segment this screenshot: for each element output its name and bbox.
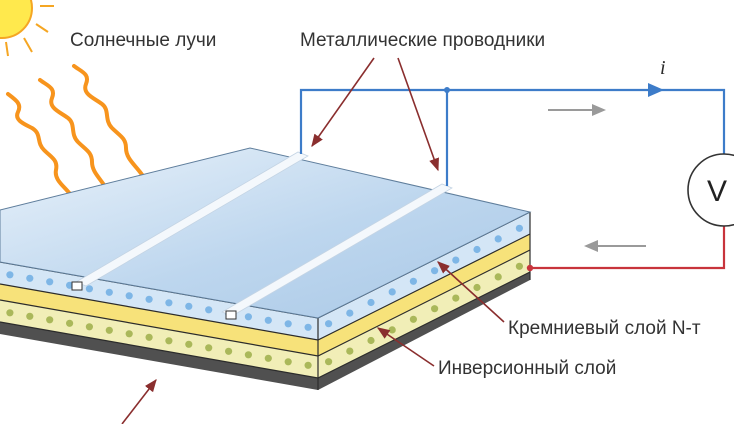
charge-dot [431, 305, 439, 313]
charge-dot [409, 315, 417, 323]
charge-dot [473, 245, 481, 254]
top-surface [0, 147, 532, 319]
charge-dot [325, 358, 333, 366]
charge-dot [515, 224, 524, 232]
charge-dot [6, 271, 14, 279]
charge-dot [125, 330, 133, 338]
metal-strip-1 [75, 151, 309, 287]
charge-dot [515, 262, 524, 270]
charge-dot [85, 285, 93, 293]
leader-lines [121, 57, 505, 424]
charge-dot [105, 288, 113, 296]
wire-red [530, 226, 726, 270]
bottom-layer-front [0, 322, 318, 390]
charge-dot [473, 283, 481, 292]
charge-dot [304, 323, 312, 331]
label-sun-rays: Солнечные лучи [70, 30, 216, 51]
charge-dot [125, 292, 133, 300]
charge-dot [388, 288, 396, 296]
external-circuit [299, 83, 726, 272]
charge-dot [325, 320, 333, 328]
charge-dot [165, 299, 173, 307]
voltmeter-symbol: V [707, 175, 727, 208]
voltmeter: V [687, 153, 734, 227]
label-metal-conductors: Металлические проводники [300, 30, 545, 51]
charge-dot [367, 298, 375, 307]
charge-dot [105, 326, 113, 334]
charge-dot [409, 277, 417, 285]
charge-dot [346, 309, 354, 317]
cream-layer-side [318, 250, 530, 378]
label-silicon-n-layer: Кремниевый слой N-т [508, 318, 701, 339]
charge-dots-olive [6, 262, 524, 369]
yellow-layer-front [0, 284, 318, 356]
charge-dot [85, 323, 93, 331]
charge-dot [304, 361, 312, 369]
charge-dot [205, 344, 213, 352]
charge-dot [26, 274, 34, 282]
charge-dot [185, 302, 193, 310]
bottom-layer-side [318, 272, 530, 390]
charge-dot [264, 316, 272, 324]
charge-dot [6, 309, 14, 317]
charge-dot [26, 312, 34, 320]
cream-layer-front [0, 300, 318, 378]
charge-dot [264, 354, 272, 362]
charge-dot [388, 326, 396, 334]
wire-blue [299, 88, 726, 156]
flow-arrow-right-icon [592, 104, 606, 116]
light-ray-3 [72, 64, 163, 201]
label-inversion-layer: Инверсионный слой [438, 358, 616, 379]
charge-dot [185, 340, 193, 348]
blue-layer-side [318, 212, 530, 340]
charge-dot [66, 281, 74, 289]
flow-arrows [548, 104, 646, 252]
charge-dot [145, 333, 153, 341]
charge-dot [367, 336, 375, 345]
charge-dot [205, 306, 213, 314]
charge-dot [46, 278, 54, 286]
charge-dot [165, 337, 173, 345]
charge-dot [494, 235, 502, 243]
label-current: i [660, 57, 666, 79]
charge-dot [431, 267, 439, 275]
charge-dot [494, 273, 502, 281]
charge-dot [452, 256, 460, 264]
charge-dot [452, 294, 460, 302]
current-arrow-icon [648, 83, 664, 97]
flow-arrow-left-icon [584, 240, 598, 252]
charge-dot [284, 320, 292, 328]
yellow-layer-side [318, 234, 530, 356]
sun-icon [0, 0, 54, 57]
charge-dot [145, 295, 153, 303]
charge-dot [244, 351, 252, 359]
metal-conductor-strips [71, 151, 453, 320]
charge-dot [225, 347, 233, 355]
charge-dot [46, 316, 54, 324]
charge-dot [284, 358, 292, 366]
charge-dot [244, 313, 252, 321]
charge-dot [66, 319, 74, 327]
charge-dot [346, 347, 354, 355]
